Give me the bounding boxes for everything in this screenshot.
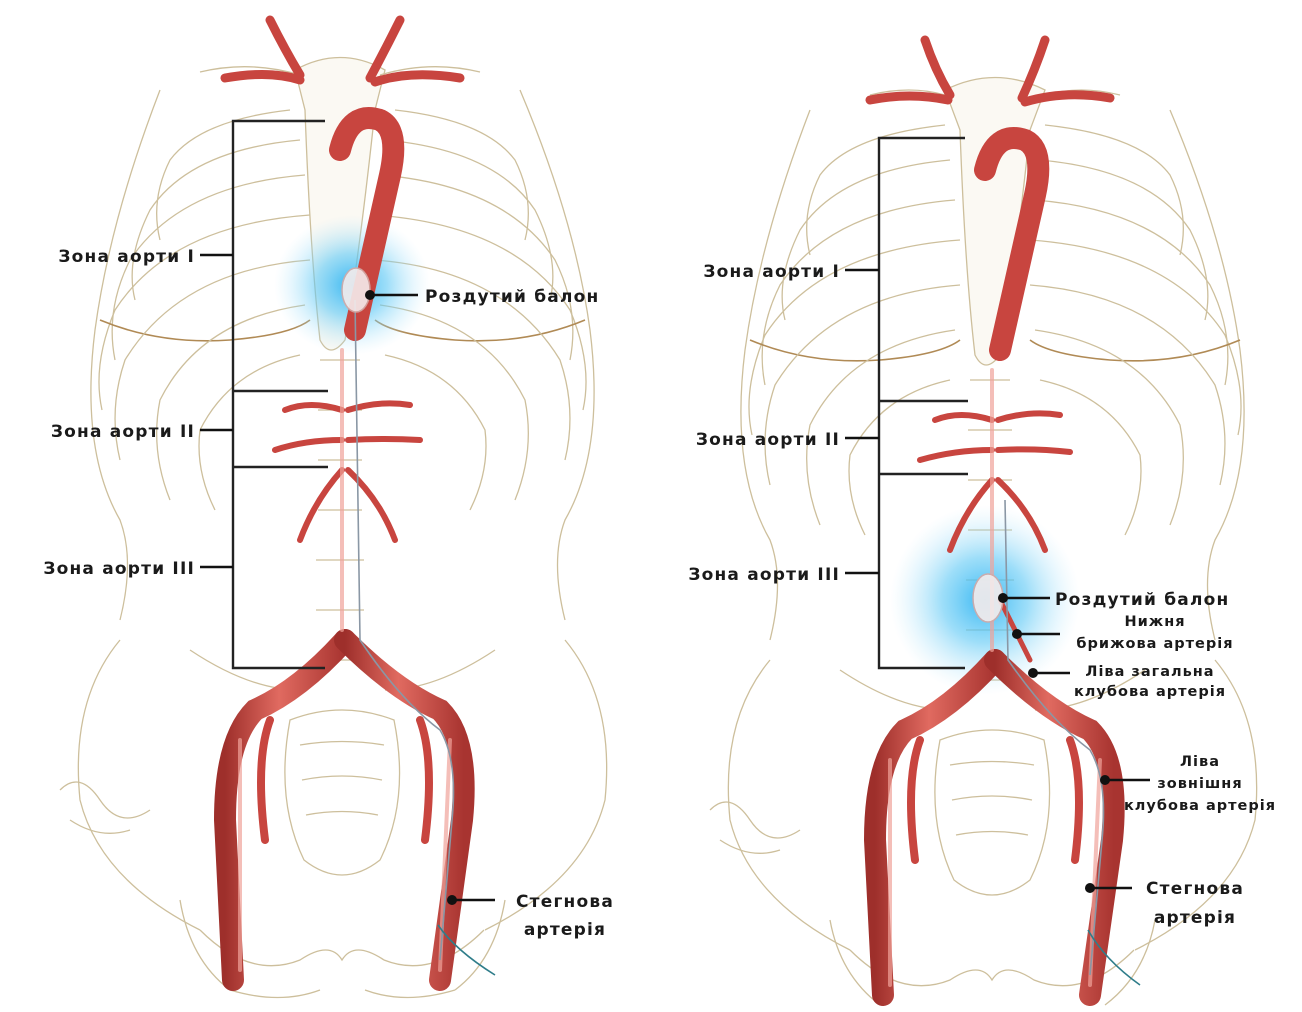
left-femoral-label-line1: Стегнова xyxy=(516,892,614,912)
right-femoral-label-line2: артерія xyxy=(1154,908,1236,928)
right-ima-label-line2: брижова артерія xyxy=(1076,636,1233,652)
right-zone-1-label: Зона аорти I xyxy=(703,262,840,282)
right-common-iliac-callout: Ліва загальна клубова артерія xyxy=(1028,664,1226,700)
left-femoral-callout: Стегнова артерія xyxy=(447,892,614,940)
right-ima-label-line1: Нижня xyxy=(1124,614,1185,630)
left-zone-3-label: Зона аорти III xyxy=(43,559,195,579)
right-panel: Зона аорти I Зона аорти II Зона аорти II… xyxy=(688,40,1276,1005)
right-external-iliac-label-line3: клубова артерія xyxy=(1124,798,1276,814)
left-balloon-label: Роздутий балон xyxy=(425,287,599,307)
right-zone-3-label: Зона аорти III xyxy=(688,565,840,585)
left-femoral-label-line2: артерія xyxy=(524,920,606,940)
right-zone-2-label: Зона аорти II xyxy=(696,430,840,450)
right-femoral-label-line1: Стегнова xyxy=(1146,879,1244,899)
right-external-iliac-label-line2: зовнішня xyxy=(1157,776,1242,792)
right-external-iliac-callout: Ліва зовнішня клубова артерія xyxy=(1100,754,1276,814)
right-external-iliac-label-line1: Ліва xyxy=(1180,754,1220,770)
left-zone-1-label: Зона аорти I xyxy=(58,247,195,267)
right-common-iliac-label-line1: Ліва загальна xyxy=(1085,664,1214,680)
right-balloon-label: Роздутий балон xyxy=(1055,590,1229,610)
right-common-iliac-label-line2: клубова артерія xyxy=(1074,684,1226,700)
left-panel: Зона аорти I Зона аорти II Зона аорти II… xyxy=(43,20,614,998)
left-zone-labels: Зона аорти I Зона аорти II Зона аорти II… xyxy=(43,247,233,579)
left-zone-2-label: Зона аорти II xyxy=(51,422,195,442)
